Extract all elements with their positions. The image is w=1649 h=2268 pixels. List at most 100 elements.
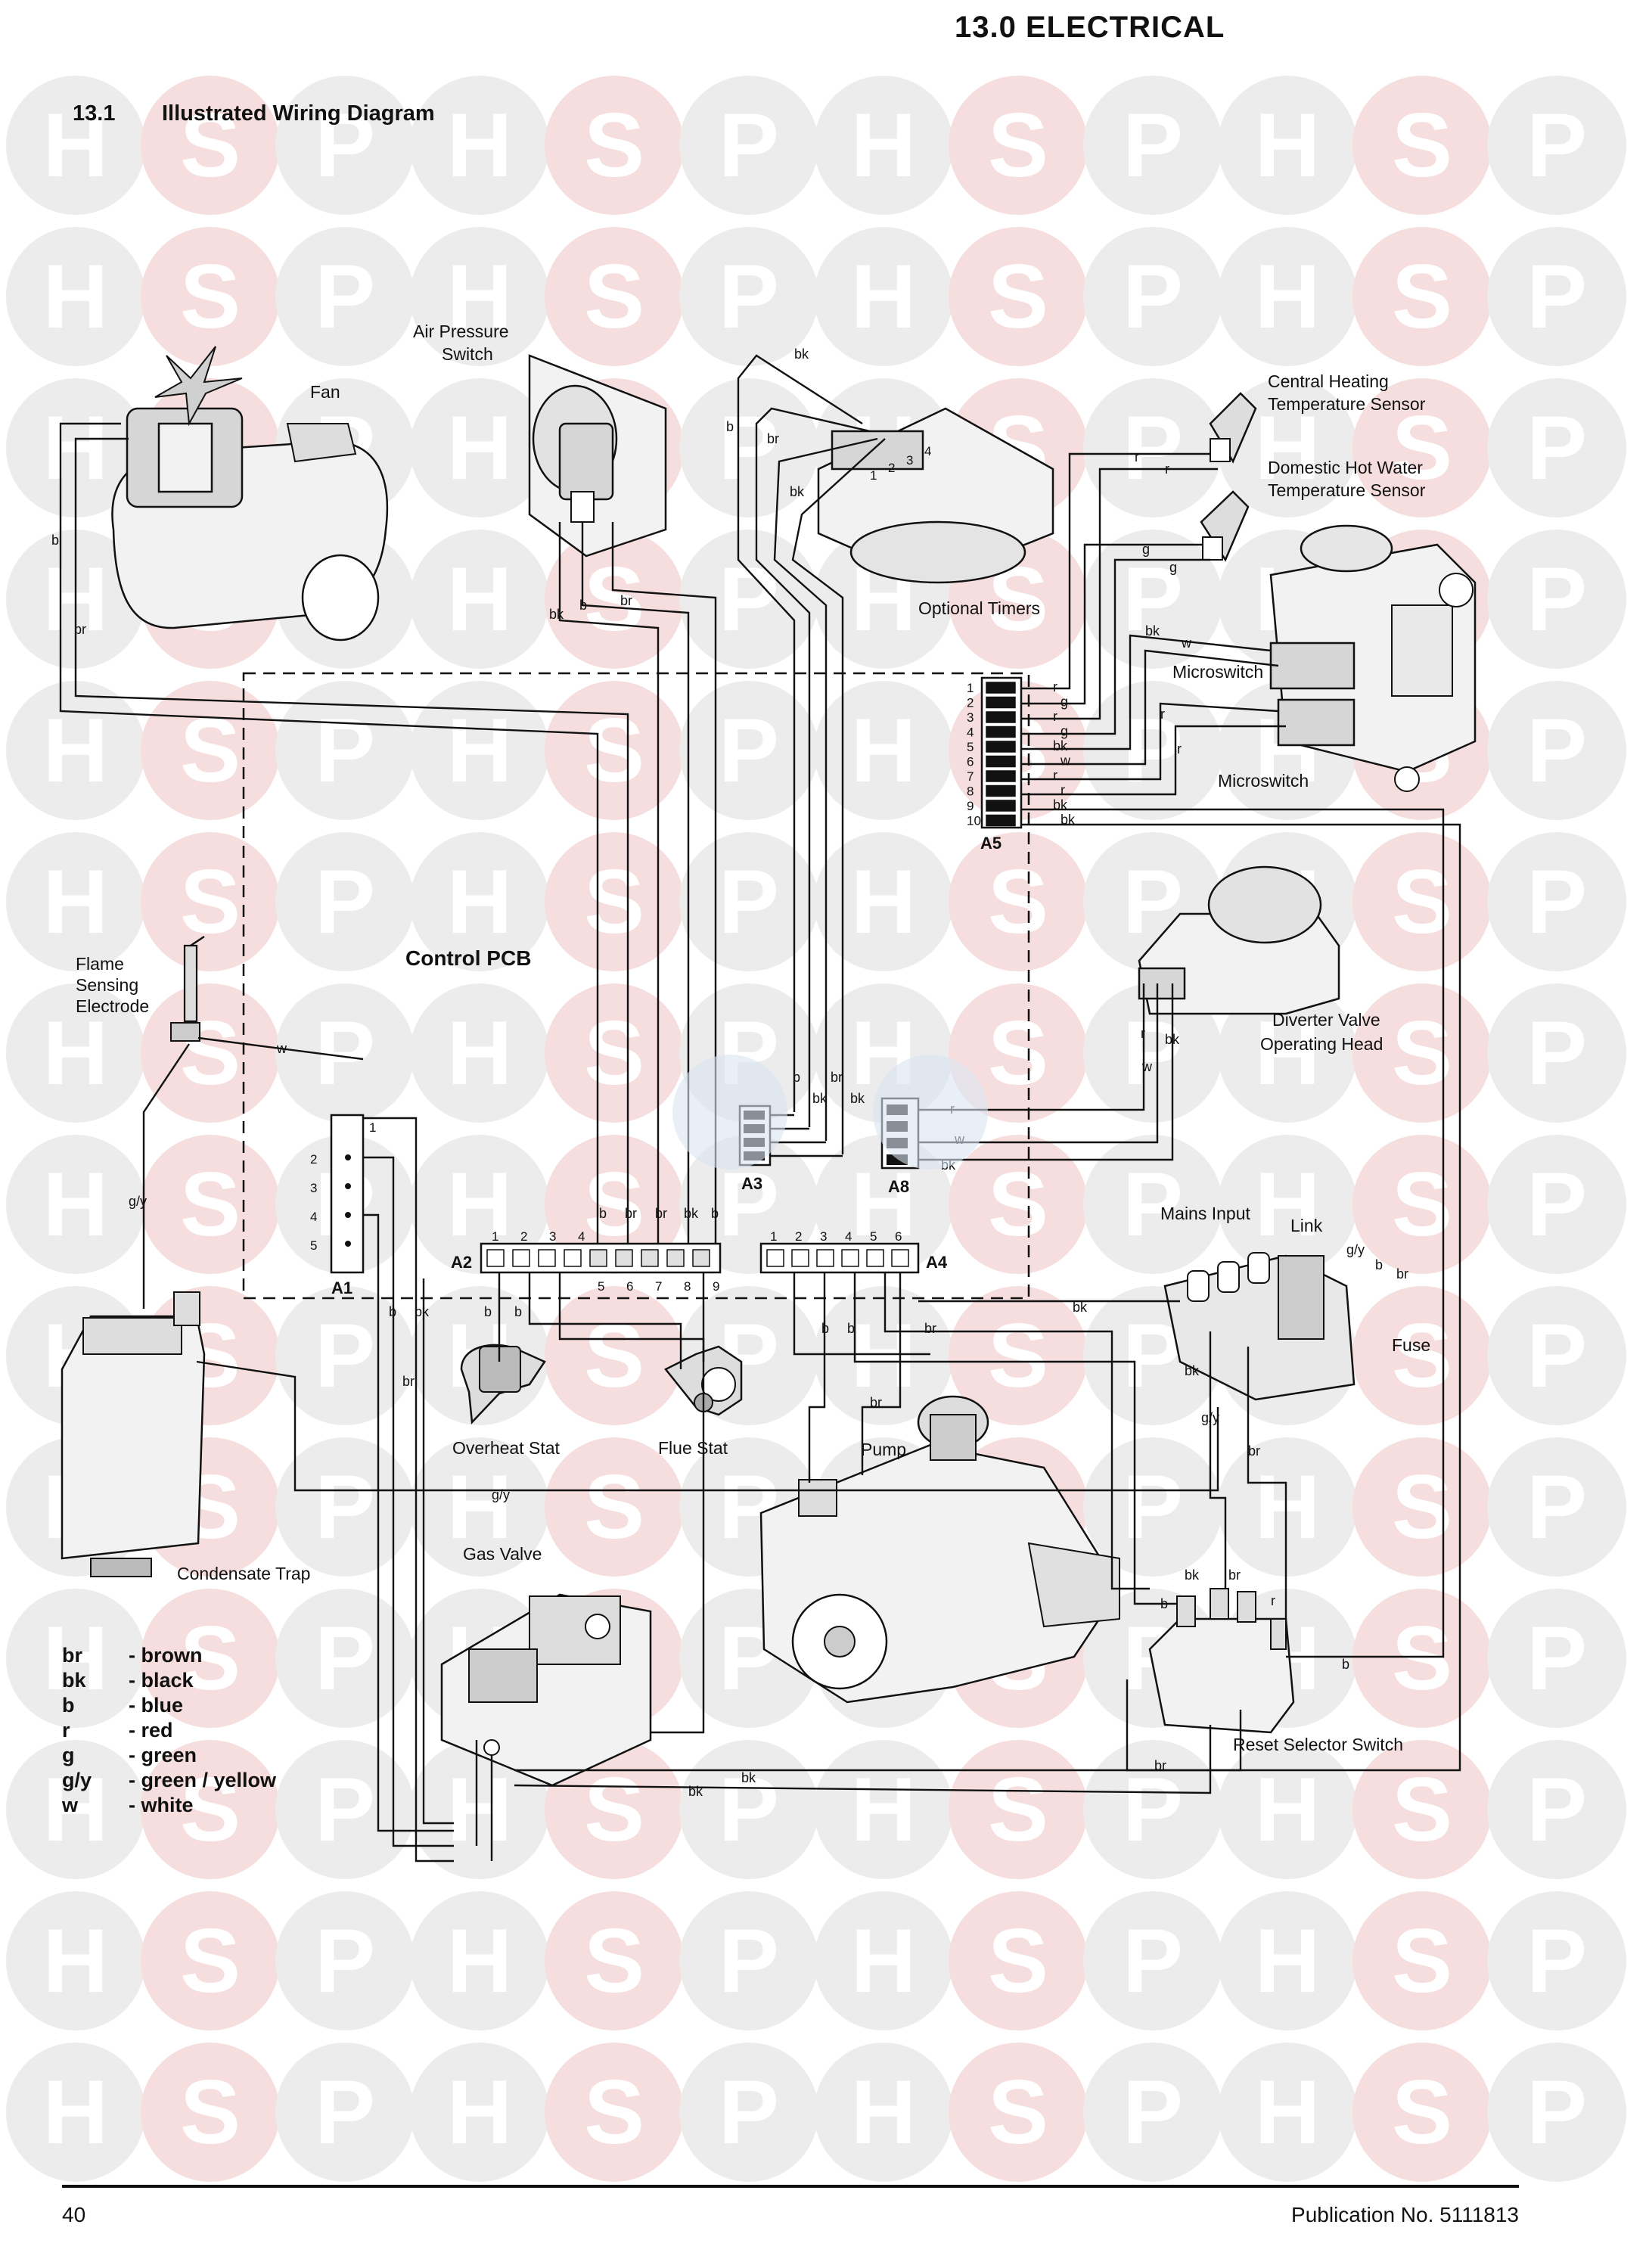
reset-wire-r: r: [1271, 1593, 1275, 1608]
a5-pin-cell: [986, 814, 1016, 827]
a5-wire-label: r: [1053, 679, 1057, 694]
a5-pin-1: 1: [967, 681, 974, 695]
timer-terminal-2: 2: [888, 461, 895, 475]
a5-pin-8: 8: [967, 784, 974, 799]
a5-wire-label: g: [1061, 694, 1068, 710]
overheat-wire-b2: b: [514, 1304, 522, 1319]
gas-wire-bk1: bk: [741, 1770, 756, 1785]
a2-pin-cell: [615, 1249, 633, 1267]
legend-meaning: - green / yellow: [129, 1769, 277, 1791]
a5-pin-9: 9: [967, 799, 974, 813]
aps-wire-br: br: [620, 593, 632, 608]
connector-a8-label: A8: [888, 1177, 909, 1196]
a2-pin-cell: [538, 1249, 556, 1267]
pump: [759, 1395, 1121, 1704]
link-label: Link: [1290, 1216, 1323, 1235]
gas-valve: [440, 1593, 652, 1787]
overheat-stat-label: Overheat Stat: [452, 1438, 561, 1458]
a5-wire-label: r: [1061, 783, 1065, 798]
a2-wire-label: bk: [684, 1206, 699, 1221]
mains-wire-br: br: [1396, 1266, 1408, 1282]
legend-meaning: - blue: [129, 1694, 183, 1717]
a5-pin-cell: [986, 770, 1016, 782]
a5-pin-10: 10: [967, 814, 981, 828]
a2-pin-8: 8: [684, 1279, 691, 1294]
gas-valve-label: Gas Valve: [463, 1544, 542, 1564]
dhw-wire-g1: g: [1142, 542, 1150, 557]
fan-wire-b: b: [51, 533, 59, 548]
legend-meaning: - white: [129, 1794, 194, 1816]
ch-temperature-sensor: [1209, 392, 1257, 464]
legend-meaning: - brown: [129, 1644, 203, 1667]
a3-wire-bk1: bk: [812, 1091, 828, 1106]
a4-pin-cell: [891, 1249, 909, 1267]
legend-code: g: [62, 1744, 75, 1766]
diverter-valve-operating-head: [1138, 865, 1340, 1015]
legend-row: b- blue: [62, 1693, 276, 1718]
a4-pin-cell: [866, 1249, 884, 1267]
a5-pin-cell: [986, 696, 1016, 709]
air-pressure-switch: [528, 354, 667, 558]
a2-pin-cell: [564, 1249, 582, 1267]
a2-wire-label: b: [599, 1206, 607, 1221]
flame-sensing-electrode: [170, 935, 205, 1042]
microswitch-2-label: Microswitch: [1218, 771, 1309, 791]
subsection-title: Illustrated Wiring Diagram: [162, 101, 435, 126]
flue-stat-label: Flue Stat: [658, 1438, 728, 1458]
a4-pin-2: 2: [795, 1229, 802, 1244]
dhw-wire-g2: g: [1169, 560, 1177, 575]
a1-wire-bk: bk: [415, 1304, 430, 1319]
fan-wire-br: br: [74, 622, 86, 637]
diverter-label-line2: Operating Head: [1260, 1034, 1383, 1054]
timers-label: Optional Timers: [918, 598, 1040, 618]
a5-wire-label: bk: [1061, 812, 1076, 828]
a2-wire-label: br: [625, 1206, 637, 1221]
a1-pin-4: 4: [310, 1210, 317, 1224]
timer-terminal-4: 4: [924, 444, 931, 458]
a2-pin-cell: [512, 1249, 530, 1267]
connector-a1-label: A1: [331, 1278, 352, 1297]
a2-pin-cell: [589, 1249, 607, 1267]
a4-pin-cell: [766, 1249, 784, 1267]
reset-wire-b2: b: [1342, 1657, 1349, 1672]
a5-pin-cell: [986, 711, 1016, 723]
wiring: [59, 354, 1461, 1863]
page-number: 40: [62, 2203, 86, 2226]
a5-pin-3: 3: [967, 710, 974, 725]
a5-pin-cell: [986, 784, 1016, 797]
legend-row: br- brown: [62, 1643, 276, 1668]
a2-pin-cell: [641, 1249, 659, 1267]
a2-pin-1: 1: [492, 1229, 498, 1244]
reset-selector-switch: [1148, 1588, 1295, 1734]
micro1-wire-bk: bk: [1145, 623, 1160, 638]
timer-wire-bk1: bk: [794, 346, 809, 362]
mains-wire-br2: br: [1248, 1443, 1260, 1459]
a2-pin-4: 4: [578, 1229, 585, 1244]
mains-wire-gy: g/y: [1346, 1242, 1365, 1257]
a4-pin-cell: [816, 1249, 834, 1267]
a5-wire-label: bk: [1053, 738, 1068, 753]
aps-wire-bk: bk: [549, 607, 564, 622]
electrode-label-line1: Flame: [76, 954, 124, 974]
dhw-sensor-label-line2: Temperature Sensor: [1268, 480, 1426, 500]
a5-pin-2: 2: [967, 696, 974, 710]
legend-row: bk - black: [62, 1668, 276, 1693]
a2-pin-2: 2: [520, 1229, 527, 1244]
legend-code: g/y: [62, 1769, 92, 1791]
legend-meaning: - green: [129, 1744, 197, 1766]
connector-a4-label: A4: [926, 1253, 948, 1272]
a5-wire-label: g: [1061, 724, 1068, 739]
micro2-wire-r1: r: [1160, 707, 1165, 722]
mains-wire-b: b: [1375, 1257, 1383, 1272]
a2-pin-cell: [692, 1249, 710, 1267]
legend-meaning: - black: [129, 1669, 194, 1692]
legend-code: bk: [62, 1669, 86, 1692]
fan-label: Fan: [310, 382, 340, 402]
legend-row: r- red: [62, 1718, 276, 1743]
a4-pin-3: 3: [820, 1229, 827, 1244]
a1-pin-3: 3: [310, 1181, 317, 1195]
micro2-wire-r2: r: [1177, 741, 1182, 757]
fuse-label: Fuse: [1392, 1335, 1430, 1355]
electrode-label-line2: Sensing: [76, 975, 138, 995]
gas-wire-bk2: bk: [688, 1784, 703, 1799]
